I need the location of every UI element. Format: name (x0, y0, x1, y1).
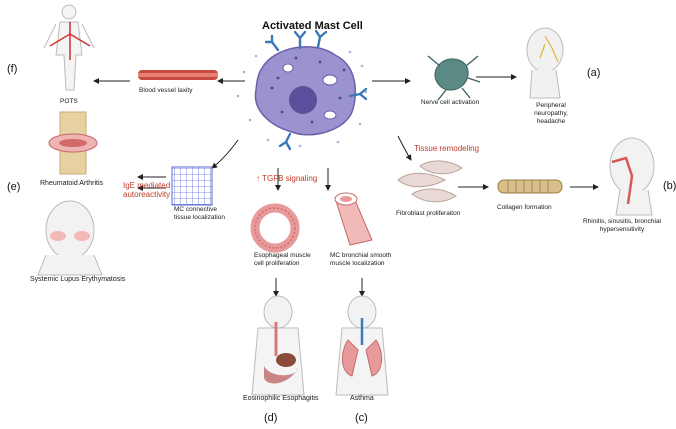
pots-label: POTS (60, 98, 78, 105)
letter-f: (f) (7, 63, 18, 75)
ige-label-1: IgE mediated (123, 181, 171, 190)
blood-vessel-illustration (138, 70, 218, 80)
digestive-tract-illustration (251, 295, 305, 396)
esophageal-ring-illustration (250, 203, 300, 253)
ige-label-2: autoreactivity (123, 190, 171, 199)
collagen-fiber-illustration (497, 179, 563, 194)
lupus-face-illustration (37, 200, 103, 276)
tissue-remodeling-label: Tissue remodeling (414, 144, 480, 153)
connective-tissue-grid (171, 166, 213, 206)
fibroblast-label: Fibroblast proliferaiton (396, 210, 461, 217)
letter-c: (c) (355, 412, 368, 424)
letter-d: (d) (264, 412, 278, 424)
neuropathy-label: Peripheral neuropathy, headache (534, 102, 568, 125)
eoe-label: Eosinophilic Esophagitis (243, 395, 319, 402)
letter-e: (e) (7, 181, 21, 193)
flow-arrows (93, 74, 599, 297)
bronchial-label: MC bronchial smooth muscle localization (330, 252, 392, 267)
ra-label: Rheumatoid Arthritis (40, 180, 104, 187)
nerve-cell-illustration (427, 55, 481, 101)
airway-label: Rhinitis, sinusitis, bronchial hypersens… (582, 218, 662, 233)
asthma-label: Asthma (350, 395, 374, 402)
head-neuropathy-illustration (526, 27, 564, 99)
collagen-label: Collagen formation (497, 204, 552, 211)
sle-label: Systemic Lupus Erythymatosis (30, 276, 126, 283)
bronchial-tube-illustration (334, 192, 373, 246)
nerve-label: Nerve cell activation (420, 99, 480, 106)
connective-label: MC connective tissue localization (174, 206, 225, 221)
lungs-illustration (335, 295, 389, 396)
esophageal-label: Esophageal muscle cell proliferation (254, 252, 311, 267)
rheumatoid-joint-illustration (48, 111, 98, 175)
tgfb-label: ↑ TGFB signaling (256, 174, 318, 183)
letter-b: (b) (663, 180, 676, 192)
nasal-airway-head-illustration (609, 137, 655, 216)
blood-vessel-label: Blood vessel laxity (139, 87, 193, 94)
letter-a: (a) (587, 67, 601, 79)
fibroblast-illustration (397, 160, 463, 203)
title: Activated Mast Cell (262, 20, 363, 32)
mast-cell-illustration (236, 29, 368, 151)
pots-human-figure (43, 4, 95, 91)
